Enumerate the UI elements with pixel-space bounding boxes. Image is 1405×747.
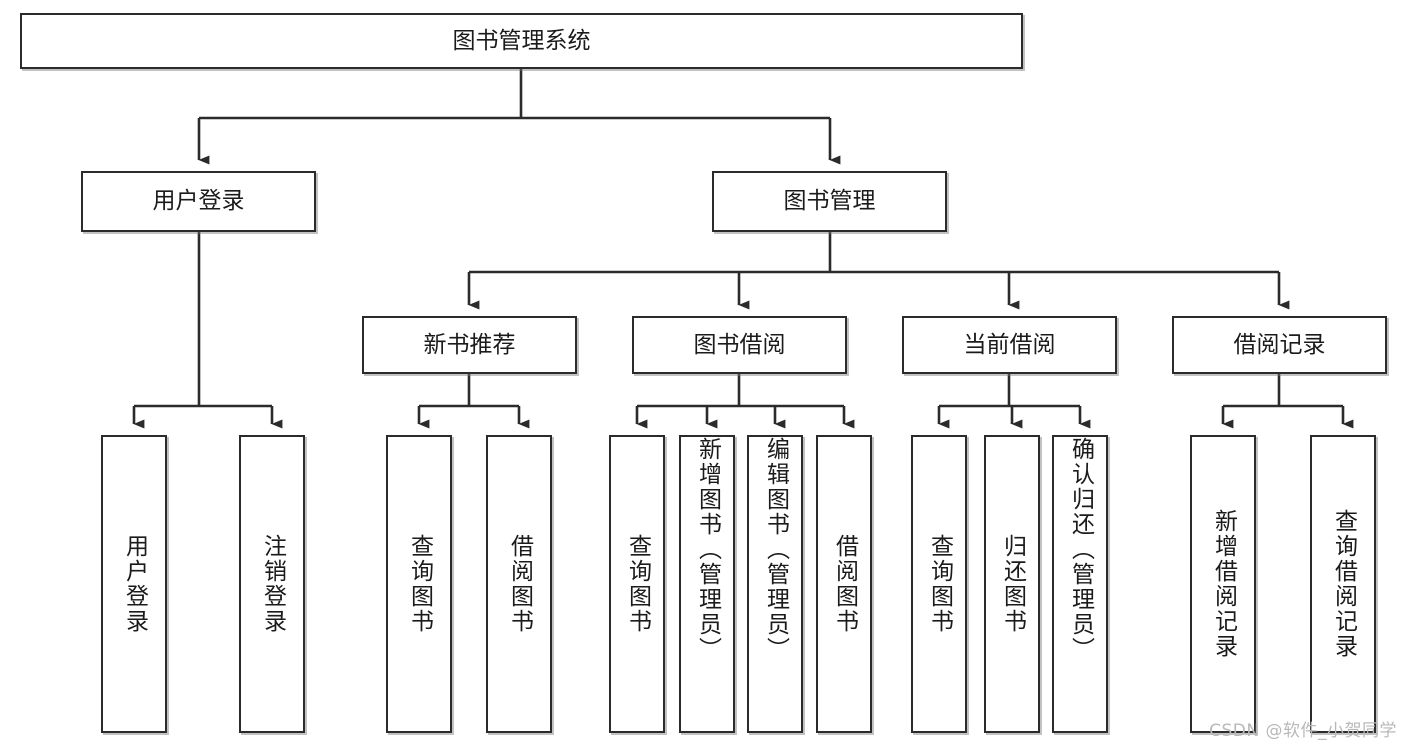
- leaf-query-book-3-label: 查询图书: [926, 534, 953, 634]
- leaf-user-login[interactable]: 用户登录: [101, 435, 167, 733]
- node-user-login-label: 用户登录: [152, 188, 245, 215]
- leaf-edit-book[interactable]: 编辑图书（管理员）: [747, 435, 803, 733]
- leaf-query-book-3[interactable]: 查询图书: [911, 435, 967, 733]
- node-current-borrow-label: 当前借阅: [963, 331, 1056, 358]
- node-user-login[interactable]: 用户登录: [81, 171, 316, 232]
- node-root-label: 图书管理系统: [452, 27, 591, 54]
- leaf-add-book-label: 新增图书（管理员）: [694, 437, 721, 662]
- leaf-confirm-return-label: 确认归还（管理员）: [1067, 437, 1094, 662]
- node-new-book-recommend[interactable]: 新书推荐: [362, 316, 577, 374]
- leaf-query-book-1[interactable]: 查询图书: [386, 435, 452, 733]
- leaf-return-book-label: 归还图书: [999, 534, 1026, 634]
- leaf-user-login-label: 用户登录: [121, 534, 148, 634]
- node-root[interactable]: 图书管理系统: [20, 13, 1023, 69]
- leaf-logout-login[interactable]: 注销登录: [239, 435, 305, 733]
- node-book-manage[interactable]: 图书管理: [712, 171, 947, 232]
- leaf-logout-login-label: 注销登录: [259, 534, 286, 634]
- leaf-borrow-book-2[interactable]: 借阅图书: [816, 435, 872, 733]
- node-new-book-recommend-label: 新书推荐: [423, 331, 516, 358]
- leaf-query-borrow-record-label: 查询借阅记录: [1330, 509, 1357, 659]
- leaf-query-book-2-label: 查询图书: [624, 534, 651, 634]
- node-current-borrow[interactable]: 当前借阅: [902, 316, 1117, 374]
- leaf-add-book[interactable]: 新增图书（管理员）: [679, 435, 735, 733]
- leaf-query-book-2[interactable]: 查询图书: [609, 435, 665, 733]
- leaf-borrow-book-2-label: 借阅图书: [831, 534, 858, 634]
- leaf-return-book[interactable]: 归还图书: [984, 435, 1040, 733]
- leaf-edit-book-label: 编辑图书（管理员）: [762, 437, 789, 662]
- leaf-borrow-book-1[interactable]: 借阅图书: [486, 435, 552, 733]
- leaf-add-borrow-record-label: 新增借阅记录: [1210, 509, 1237, 659]
- leaf-query-borrow-record[interactable]: 查询借阅记录: [1310, 435, 1376, 733]
- leaf-add-borrow-record[interactable]: 新增借阅记录: [1190, 435, 1256, 733]
- node-borrow-record-label: 借阅记录: [1233, 331, 1326, 358]
- node-book-borrow[interactable]: 图书借阅: [632, 316, 847, 374]
- node-book-manage-label: 图书管理: [783, 188, 876, 215]
- leaf-borrow-book-1-label: 借阅图书: [506, 534, 533, 634]
- leaf-confirm-return[interactable]: 确认归还（管理员）: [1052, 435, 1108, 733]
- leaf-query-book-1-label: 查询图书: [406, 534, 433, 634]
- node-borrow-record[interactable]: 借阅记录: [1172, 316, 1387, 374]
- node-book-borrow-label: 图书借阅: [693, 331, 786, 358]
